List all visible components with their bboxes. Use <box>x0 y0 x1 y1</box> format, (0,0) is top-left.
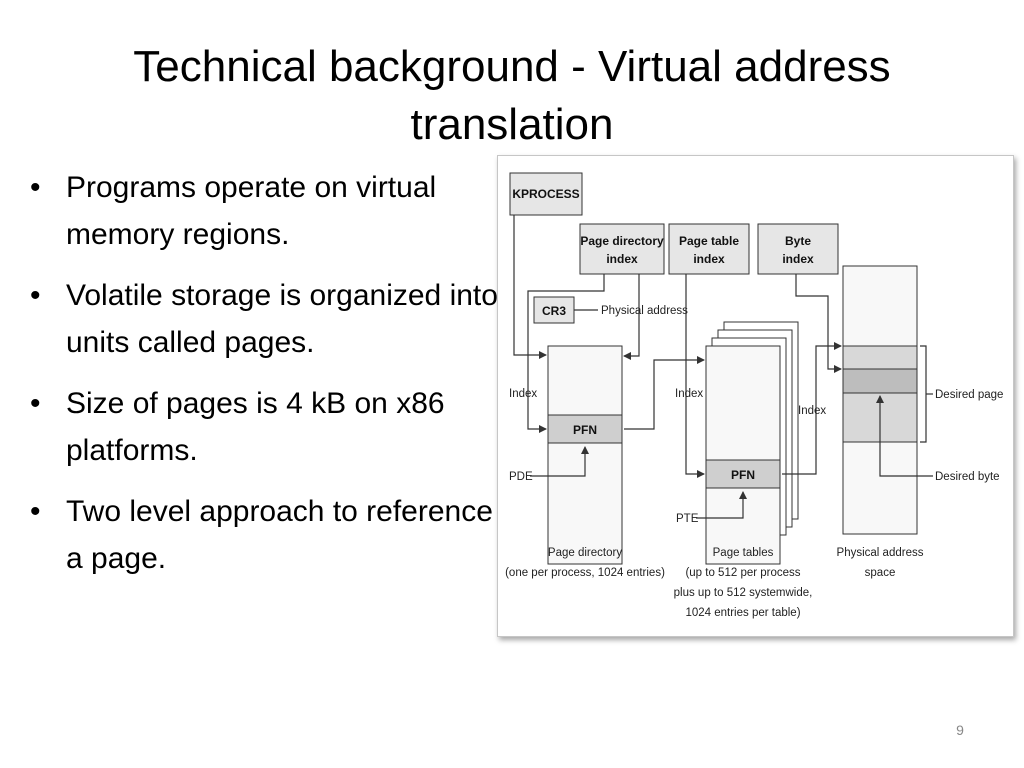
page-table-column <box>705 345 781 565</box>
bullet-icon: • <box>30 387 41 420</box>
bullet-item: • Programs operate on virtual memory regi… <box>28 164 498 258</box>
slide-title: Technical background - Virtual address t… <box>133 42 891 149</box>
bullet-text: Two level approach to reference a page. <box>66 495 493 575</box>
pfn-label: PFN <box>731 468 755 482</box>
index-label: Index <box>798 405 826 417</box>
address-translation-diagram: KPROCESS Page directory index Page table… <box>497 155 1014 637</box>
page-directory-pfn-entry <box>547 414 623 444</box>
page-number: 9 <box>956 722 964 738</box>
pde-arrow <box>530 446 589 477</box>
page-table-index-label: index <box>693 252 725 266</box>
page-table-pfn-entry <box>705 459 781 489</box>
kprocess-label: KPROCESS <box>512 187 579 201</box>
physical-address-space-caption: space <box>865 567 896 579</box>
bullet-item: • Two level approach to reference a page. <box>28 488 498 582</box>
page-directory-caption: Page directory <box>548 547 622 559</box>
page-table-index-label: Page table <box>679 234 739 248</box>
page-tables-caption: 1024 entries per table) <box>685 607 800 619</box>
bullet-item: • Size of pages is 4 kB on x86 platforms. <box>28 380 498 474</box>
directory-to-table-arrow <box>624 356 705 430</box>
byte-index-arrow <box>795 274 842 373</box>
page-directory-index-label: index <box>606 252 638 266</box>
bullet-list: • Programs operate on virtual memory regi… <box>28 164 498 596</box>
page-directory-index-label: Page directory <box>580 234 664 248</box>
byte-index-label: index <box>782 252 814 266</box>
page-tables-caption: Page tables <box>713 547 774 559</box>
desired-page-label: Desired page <box>935 389 1003 401</box>
kprocess-to-directory-arrow <box>513 215 547 359</box>
page-directory-index-box <box>579 223 665 275</box>
desired-byte-row <box>842 368 918 394</box>
kprocess-box <box>509 172 583 216</box>
bullet-icon: • <box>30 495 41 528</box>
physical-address-space-caption: Physical address <box>837 547 924 559</box>
table-index-arrow <box>685 274 705 478</box>
physical-address-label: Physical address <box>601 305 688 317</box>
index-label: Index <box>675 388 703 400</box>
pte-label: PTE <box>676 513 699 525</box>
bullet-text: Volatile storage is organized into units… <box>66 279 498 359</box>
pte-arrow <box>696 491 747 519</box>
cr3-box <box>533 296 575 324</box>
desired-byte-arrow <box>876 395 933 477</box>
cr3-label: CR3 <box>542 304 566 318</box>
pfn-label: PFN <box>573 423 597 437</box>
bullet-item: • Volatile storage is organized into unit… <box>28 272 498 366</box>
bullet-text: Programs operate on virtual memory regio… <box>66 171 437 251</box>
page-directory-caption: (one per process, 1024 entries) <box>505 567 665 579</box>
page-tables-caption: (up to 512 per process <box>685 567 800 579</box>
physical-address-arrow <box>623 274 640 360</box>
bullet-text: Size of pages is 4 kB on x86 platforms. <box>66 387 445 467</box>
page-tables-caption: plus up to 512 systemwide, <box>674 587 813 599</box>
page-table-index-box <box>668 223 750 275</box>
byte-index-label: Byte <box>785 234 811 248</box>
byte-index-box <box>757 223 839 275</box>
desired-page-bracket <box>920 345 927 443</box>
pde-label: PDE <box>509 471 533 483</box>
bullet-icon: • <box>30 171 41 204</box>
bullet-icon: • <box>30 279 41 312</box>
index-label: Index <box>509 388 537 400</box>
directory-index-arrow <box>527 274 605 433</box>
desired-byte-label: Desired byte <box>935 471 1000 483</box>
